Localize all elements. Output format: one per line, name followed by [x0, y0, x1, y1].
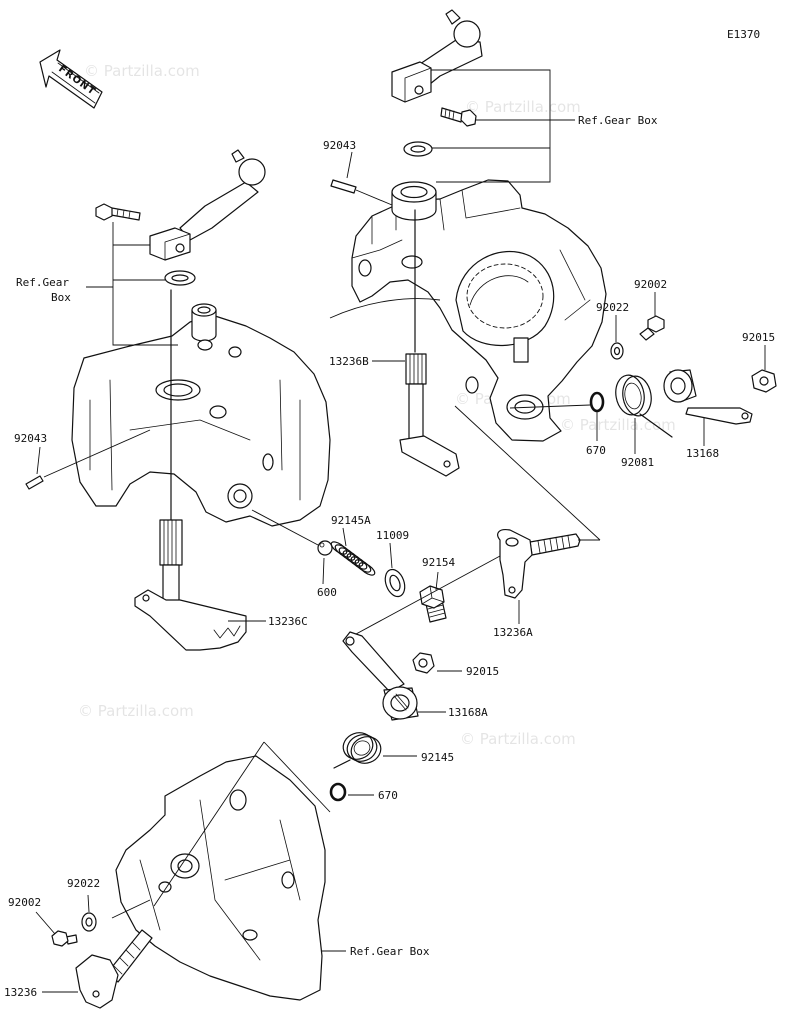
washer-upper — [403, 141, 433, 157]
plug-92154 — [419, 585, 447, 623]
callout-lever-lower[interactable]: 13168A — [448, 706, 488, 719]
bolt-left — [95, 203, 141, 221]
shift-lever-arm-upper — [391, 9, 483, 103]
callout-ref-gear-box-left-line2[interactable]: Box — [51, 291, 71, 304]
callout-spring-right[interactable]: 92081 — [621, 456, 654, 469]
bolt-upper — [440, 107, 477, 127]
shift-shaft-13236c — [134, 289, 247, 651]
callout-spring-lower[interactable]: 92145 — [421, 751, 454, 764]
callout-bolt-right[interactable]: 92002 — [634, 278, 667, 291]
watermark: © Partzilla.com — [84, 62, 200, 80]
watermark: © Partzilla.com — [78, 702, 194, 720]
callout-pin-left[interactable]: 92043 — [14, 432, 47, 445]
callout-plug[interactable]: 92154 — [422, 556, 455, 569]
pin-upper — [330, 179, 357, 194]
o-ring-670-right — [589, 391, 605, 413]
washer-left — [164, 270, 196, 286]
o-ring-670-lower — [329, 782, 347, 802]
bolt-92002-right — [639, 315, 665, 341]
callout-nut-right[interactable]: 92015 — [742, 331, 775, 344]
callout-shaft-13236b[interactable]: 13236B — [329, 355, 369, 368]
gear-box-lower — [115, 755, 326, 1001]
spring-92145a — [330, 541, 376, 576]
shift-lever-13168a — [342, 631, 419, 721]
callout-ref-gear-box-upper[interactable]: Ref.Gear Box — [578, 114, 658, 127]
callout-shaft-13236c[interactable]: 13236C — [268, 615, 308, 628]
gear-box-left — [71, 303, 331, 527]
nut-92015-right — [751, 369, 777, 393]
callout-labels[interactable]: 92043 Ref.Gear Box Ref.Gear Box 92002 92… — [4, 114, 775, 999]
watermark: © Partzilla.com — [460, 730, 576, 748]
callout-shaft-bottom[interactable]: 13236 — [4, 986, 37, 999]
callout-nut-lower[interactable]: 92015 — [466, 665, 499, 678]
washer-11009 — [384, 568, 406, 598]
callout-lever-right[interactable]: 13168 — [686, 447, 719, 460]
callout-shaft-13236a[interactable]: 13236A — [493, 626, 533, 639]
spring-92081 — [615, 374, 673, 438]
ball-600 — [317, 540, 333, 556]
pin-left — [25, 475, 44, 490]
watermark: © Partzilla.com — [560, 416, 676, 434]
diagram-code: E1370 — [727, 28, 760, 41]
callout-washer-plug[interactable]: 11009 — [376, 529, 409, 542]
spring-92145 — [333, 732, 382, 769]
callout-o-ring-lower[interactable]: 670 — [378, 789, 398, 802]
nut-92015-lower — [412, 652, 435, 674]
callout-ref-gear-box-left-line1[interactable]: Ref.Gear — [16, 276, 69, 289]
callout-washer-right[interactable]: 92022 — [596, 301, 629, 314]
shift-shaft-13236 — [75, 929, 153, 1009]
shift-lever-13168 — [663, 369, 753, 425]
watermark: © Partzilla.com — [465, 98, 581, 116]
callout-bolt-bottom[interactable]: 92002 — [8, 896, 41, 909]
washer-92022-bottom — [81, 912, 97, 932]
shift-shaft-13236a — [497, 529, 581, 599]
bolt-92002-bottom — [51, 930, 78, 947]
callout-spring-detent[interactable]: 92145A — [331, 514, 371, 527]
shift-shaft-13236b — [399, 209, 460, 477]
callout-pin-upper[interactable]: 92043 — [323, 139, 356, 152]
washer-92022-right — [610, 342, 624, 360]
callout-ball[interactable]: 600 — [317, 586, 337, 599]
shift-lever-arm-left — [149, 149, 266, 261]
callout-ref-gear-box-bottom[interactable]: Ref.Gear Box — [350, 945, 430, 958]
callout-washer-bottom[interactable]: 92022 — [67, 877, 100, 890]
callout-o-ring-right[interactable]: 670 — [586, 444, 606, 457]
